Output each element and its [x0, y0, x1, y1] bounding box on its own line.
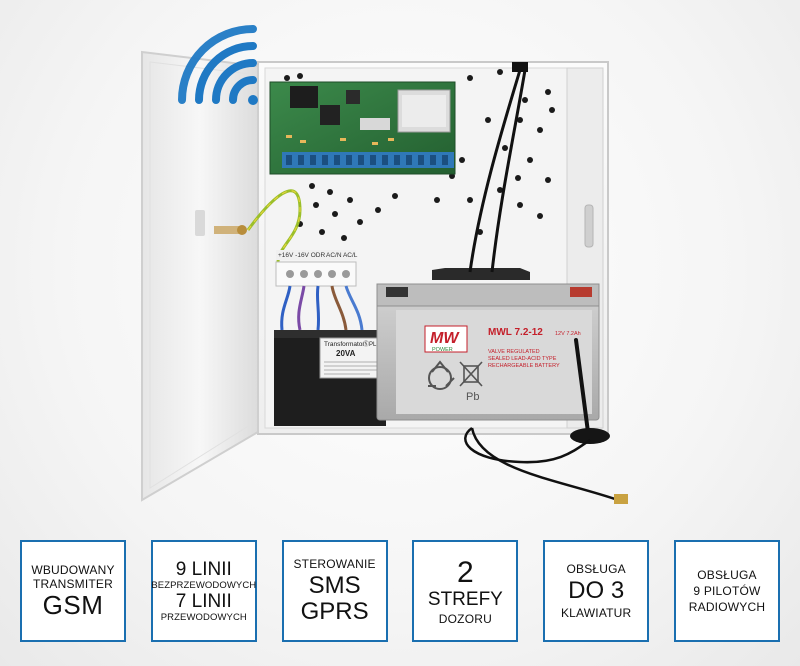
- feature-text: OBSŁUGA: [697, 568, 757, 582]
- feature-zone-lines: 9 LINII BEZPRZEWODOWYCH 7 LINII PRZEWODO…: [150, 540, 257, 642]
- battery-type-3: RECHARGEABLE BATTERY: [488, 363, 560, 369]
- feature-list: WBUDOWANY TRANSMITER GSM 9 LINII BEZPRZE…: [20, 540, 780, 648]
- transformer: Transformator 20VA ⓈPL: [274, 330, 386, 426]
- feature-text: 7 LINII: [175, 591, 232, 612]
- control-board: [269, 81, 456, 175]
- feature-sms-gprs: STEROWANIE SMS GPRS: [281, 540, 388, 642]
- feature-text: STREFY: [427, 588, 503, 610]
- transformer-brand: ⓈPL: [363, 340, 377, 348]
- feature-text: BEZPRZEWODOWYCH: [151, 579, 257, 591]
- gsm-antenna: [464, 338, 628, 504]
- feature-text: TRANSMITER: [33, 577, 113, 591]
- battery-pb: Pb: [466, 391, 479, 403]
- alarm-panel-illustration: +16V -16V ODR AC/N AC/L Transformator 20…: [141, 25, 628, 504]
- feature-text: KLAWIATUR: [560, 606, 632, 620]
- battery-type-2: SEALED LEAD-ACID TYPE: [488, 356, 557, 362]
- feature-remotes: OBSŁUGA 9 PILOTÓW RADIOWYCH: [673, 540, 780, 642]
- feature-text: 9 LINII: [175, 558, 232, 580]
- feature-text: GSM: [42, 590, 104, 620]
- battery-spec: 12V 7.2Ah: [555, 331, 581, 337]
- feature-text: SMS: [308, 572, 361, 599]
- feature-text: DO 3: [568, 577, 625, 604]
- feature-text: RADIOWYCH: [688, 600, 766, 614]
- feature-text: DOZORU: [438, 611, 492, 626]
- terminal-label-left: +16V -16V ODR: [278, 252, 325, 259]
- feature-keypads: OBSŁUGA DO 3 KLAWIATUR: [543, 540, 650, 642]
- wifi-signal-icon: [178, 25, 258, 105]
- terminal-label-right: AC/N AC/L: [326, 252, 358, 259]
- cabinet-door: [141, 50, 259, 502]
- recycle-icon: [428, 360, 455, 390]
- battery: MW POWER MWL 7.2-12 12V 7.2Ah VALVE REGU…: [376, 283, 600, 421]
- battery-brand-sub: POWER: [432, 347, 453, 353]
- crossed-bin-icon: [459, 361, 483, 387]
- feature-text: GPRS: [300, 598, 369, 625]
- feature-gsm-transmitter: WBUDOWANY TRANSMITER GSM: [20, 540, 126, 642]
- transformer-title: Transformator: [324, 341, 365, 348]
- feature-text: 9 PILOTÓW: [693, 584, 761, 598]
- battery-model: MWL 7.2-12: [488, 327, 543, 338]
- feature-text: OBSŁUGA: [566, 562, 626, 576]
- feature-zones: 2 STREFY DOZORU: [412, 540, 519, 642]
- transformer-power: 20VA: [336, 349, 356, 358]
- feature-text: PRZEWODOWYCH: [160, 612, 247, 623]
- power-terminal-block: +16V -16V ODR AC/N AC/L: [275, 250, 364, 331]
- antenna-cable: [468, 62, 528, 273]
- battery-type-1: VALVE REGULATED: [488, 349, 540, 355]
- feature-text: WBUDOWANY: [31, 563, 115, 577]
- battery-brand-letters: MW: [430, 330, 460, 347]
- feature-text: STEROWANIE: [293, 557, 376, 571]
- feature-text: 2: [457, 555, 474, 589]
